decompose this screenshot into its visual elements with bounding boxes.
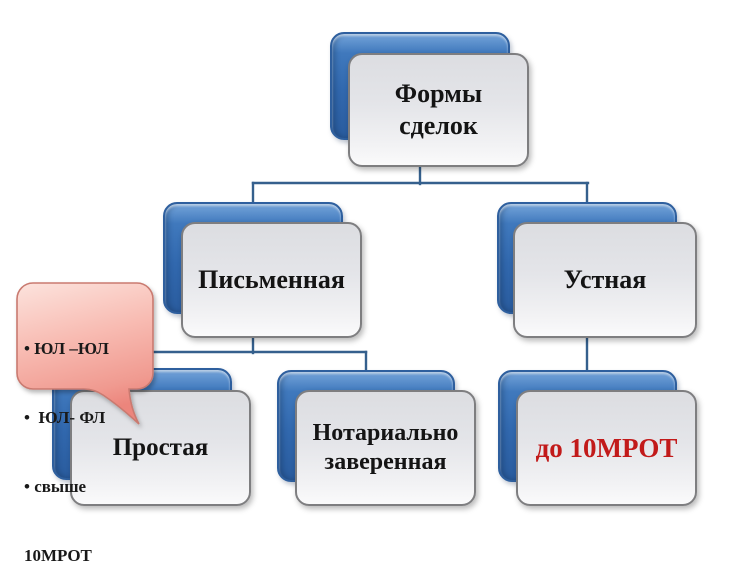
callout-line: • ЮЛ –ЮЛ [24,339,109,358]
callout-line: • свыше [24,477,87,496]
node-upto-limit-label: до 10МРОТ [535,432,678,463]
node-written: Письменная [163,202,368,344]
node-oral-card: Устная [513,222,697,338]
node-oral: Устная [497,202,702,344]
node-upto-limit: до 10МРОТ [498,370,703,512]
node-written-label: Письменная [198,265,345,295]
node-forms: Формы сделок [330,32,535,174]
callout-line: • ЮЛ- ФЛ [24,408,106,427]
node-notarized: Нотариально заверенная [277,370,482,512]
node-simple-label: Простая [112,433,209,461]
node-notarized-label: Нотариально заверенная [312,419,459,475]
node-simple-card: Простая [70,390,251,506]
node-forms-card: Формы сделок [348,53,529,167]
node-notarized-card: Нотариально заверенная [295,390,476,506]
node-forms-label: Формы сделок [394,79,483,140]
callout-bubble-shape [16,282,154,425]
node-upto-limit-card: до 10МРОТ [516,390,697,506]
node-written-card: Письменная [181,222,362,338]
node-oral-label: Устная [563,265,647,295]
callout-line: 10МРОТ [24,546,92,561]
callout-note: • ЮЛ –ЮЛ • ЮЛ- ФЛ • свыше 10МРОТ [24,291,150,561]
